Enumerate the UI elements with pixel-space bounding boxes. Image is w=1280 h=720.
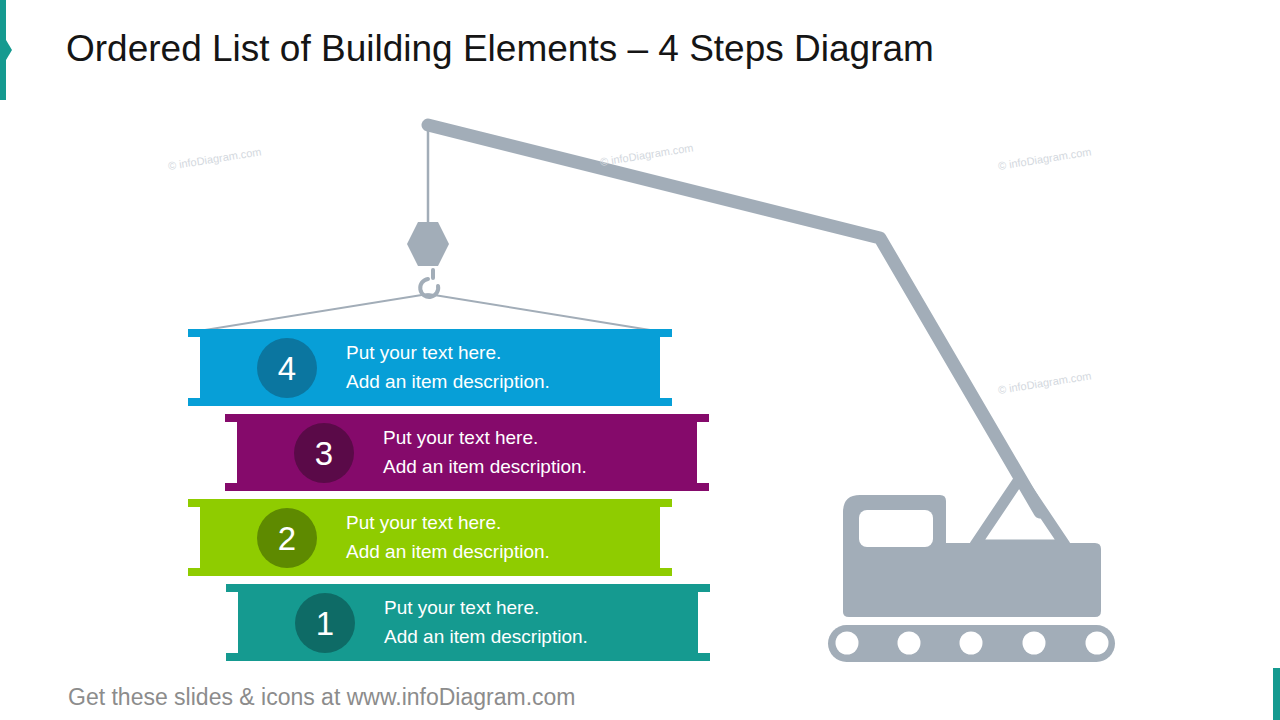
step-number-circle: 4 [257, 338, 317, 398]
step-description: Add an item description. [383, 456, 587, 478]
crane-track [828, 625, 1115, 662]
step-heading: Put your text here. [346, 342, 501, 364]
crane-body [843, 495, 1101, 617]
step-heading: Put your text here. [384, 597, 539, 619]
track-wheel [1023, 632, 1046, 655]
step-beam: Put your text here. Add an item descripti… [226, 584, 710, 661]
beam-fill [188, 499, 672, 576]
step-description: Add an item description. [346, 371, 550, 393]
callout-number: 3 [315, 437, 333, 470]
step-description: Add an item description. [346, 541, 550, 563]
watermark: © infoDiagram.com [599, 141, 694, 168]
step-number-circle: 2 [257, 508, 317, 568]
sling-rope [428, 294, 650, 330]
callout-number: 4 [278, 352, 296, 385]
step-heading: Put your text here. [346, 512, 501, 534]
watermark: © infoDiagram.com [997, 145, 1092, 172]
beam-fill [226, 584, 710, 661]
track-wheel [898, 632, 921, 655]
crane-rope [427, 125, 430, 224]
beam-fill [188, 329, 672, 406]
watermark: © infoDiagram.com [997, 369, 1092, 396]
hook-block [407, 222, 449, 266]
accent-bar [1273, 668, 1280, 720]
track-wheel [960, 632, 983, 655]
step-beam: Put your text here. Add an item descripti… [188, 329, 672, 406]
hook [420, 270, 438, 297]
track-wheel [836, 632, 859, 655]
step-number-circle: 3 [294, 423, 354, 483]
cab-window [859, 510, 933, 547]
watermark: © infoDiagram.com [167, 145, 262, 172]
sling-rope [205, 294, 428, 330]
track-wheel [1086, 632, 1109, 655]
callout-number: 2 [278, 522, 296, 555]
slide-title: Ordered List of Building Elements – 4 St… [66, 28, 934, 70]
step-beam: Put your text here. Add an item descripti… [188, 499, 672, 576]
step-beam: Put your text here. Add an item descripti… [225, 414, 709, 491]
beam-fill [225, 414, 709, 491]
footer-note: Get these slides & icons at www.infoDiag… [68, 684, 575, 711]
accent-tip [6, 40, 12, 60]
step-number-circle: 1 [295, 593, 355, 653]
step-description: Add an item description. [384, 626, 588, 648]
accent-bar [0, 0, 6, 100]
callout-number: 1 [316, 607, 334, 640]
step-heading: Put your text here. [383, 427, 538, 449]
boom-support [975, 478, 1065, 545]
